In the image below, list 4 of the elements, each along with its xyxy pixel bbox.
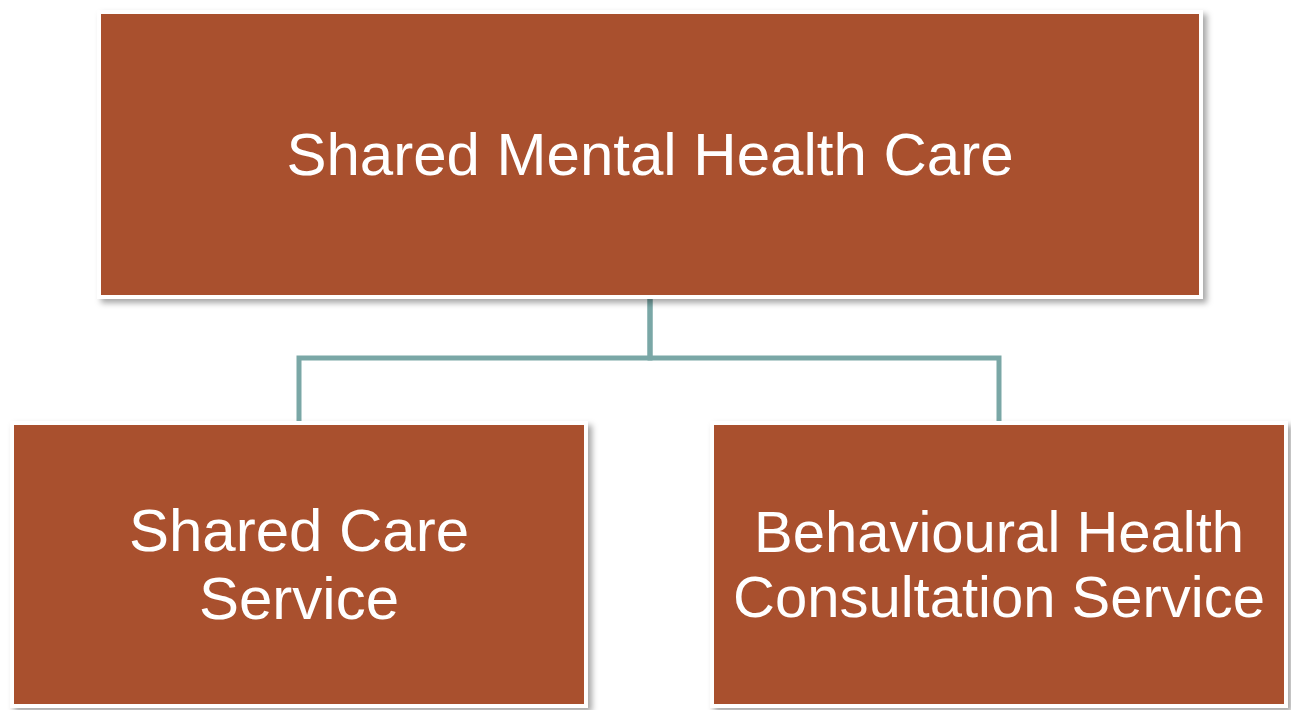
box-label: Behavioural Health Consultation Service <box>732 499 1266 630</box>
connector-line <box>647 299 1002 421</box>
box-label: Shared Care Service <box>127 497 471 632</box>
box-label: Shared Mental Health Care <box>286 120 1014 189</box>
